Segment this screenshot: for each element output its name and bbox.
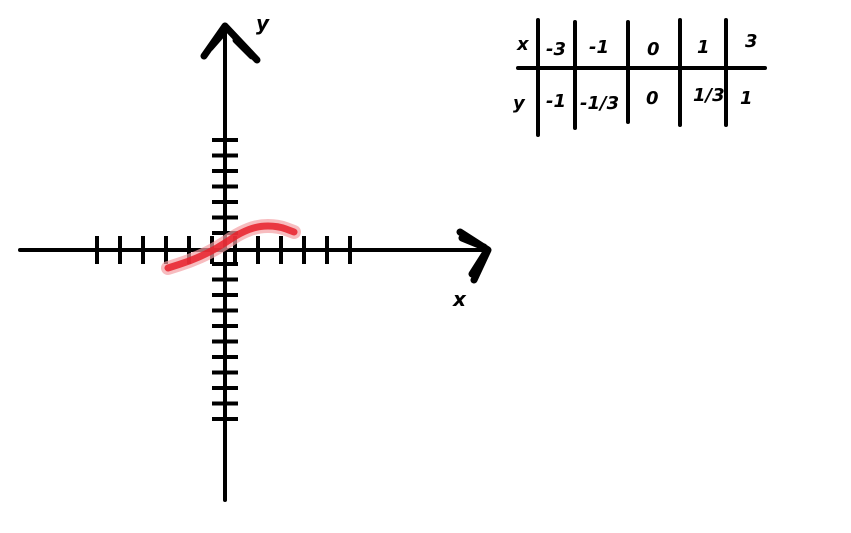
table-x-value: -3 [546,39,566,60]
x-axis-arrowhead [456,228,492,284]
table-y-value: -1 [546,91,566,112]
table-y-value: 1/3 [693,85,725,106]
coordinate-axes: x y [18,11,492,502]
table-row-label-x: x [516,34,530,55]
y-axis-label: y [256,11,270,35]
x-axis-ticks [95,236,352,264]
table-x-value: 3 [745,31,758,52]
plotted-curve [161,219,301,275]
table-y-value: 1 [740,88,753,109]
table-x-value: -1 [589,37,609,58]
curve-line [164,222,298,272]
y-axis-ticks [212,138,238,421]
y-axis-arrowhead [200,22,261,64]
table-x-value: 1 [697,37,710,58]
table-row-label-y: y [513,93,526,114]
table-y-value: 0 [646,88,659,109]
x-axis-label: x [452,287,467,311]
table-y-value: -1/3 [580,93,619,114]
table-x-value: 0 [647,39,660,60]
value-table: x y -3 -1 0 1 3 -1 -1/3 0 1/3 1 [513,18,767,137]
